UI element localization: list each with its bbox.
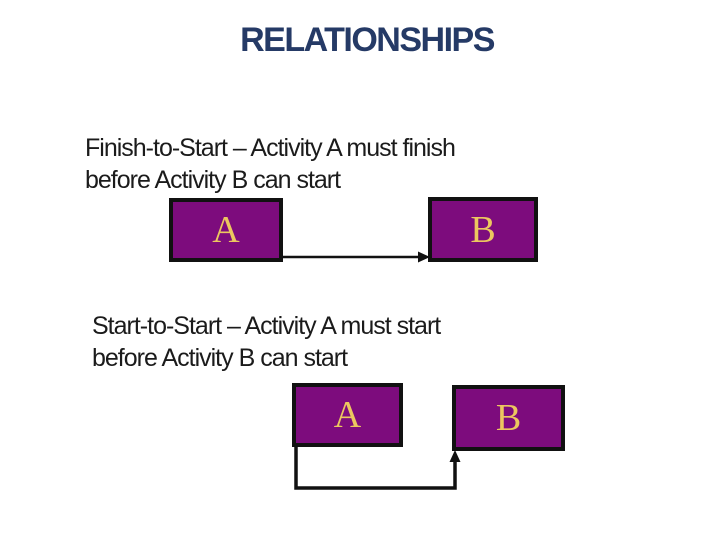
description-line: Finish-to-Start – Activity A must finish	[85, 134, 456, 162]
activity-box-label: B	[495, 397, 522, 439]
slide-title: RELATIONSHIPS	[240, 21, 495, 59]
finish-to-start-arrow	[283, 251, 430, 263]
activity-box-label: A	[333, 394, 362, 436]
description-line: before Activity B can start	[92, 344, 348, 372]
description-line: Start-to-Start – Activity A must start	[92, 312, 441, 340]
finish-to-start-description: Finish-to-Start – Activity A must finish…	[85, 132, 456, 196]
activity-box-label: B	[470, 208, 496, 251]
start-to-start-activity-box-a: A	[292, 383, 403, 447]
start-to-start-activity-box-b: B	[452, 385, 565, 451]
activity-box-label: A	[212, 209, 240, 251]
finish-to-start-activity-box-a: A	[169, 198, 283, 262]
finish-to-start-activity-box-b: B	[428, 197, 538, 262]
description-line: before Activity B can start	[85, 166, 341, 194]
start-to-start-description: Start-to-Start – Activity A must start b…	[92, 310, 441, 374]
arrowhead-up-icon	[449, 450, 461, 462]
start-to-start-arrow	[294, 446, 461, 490]
